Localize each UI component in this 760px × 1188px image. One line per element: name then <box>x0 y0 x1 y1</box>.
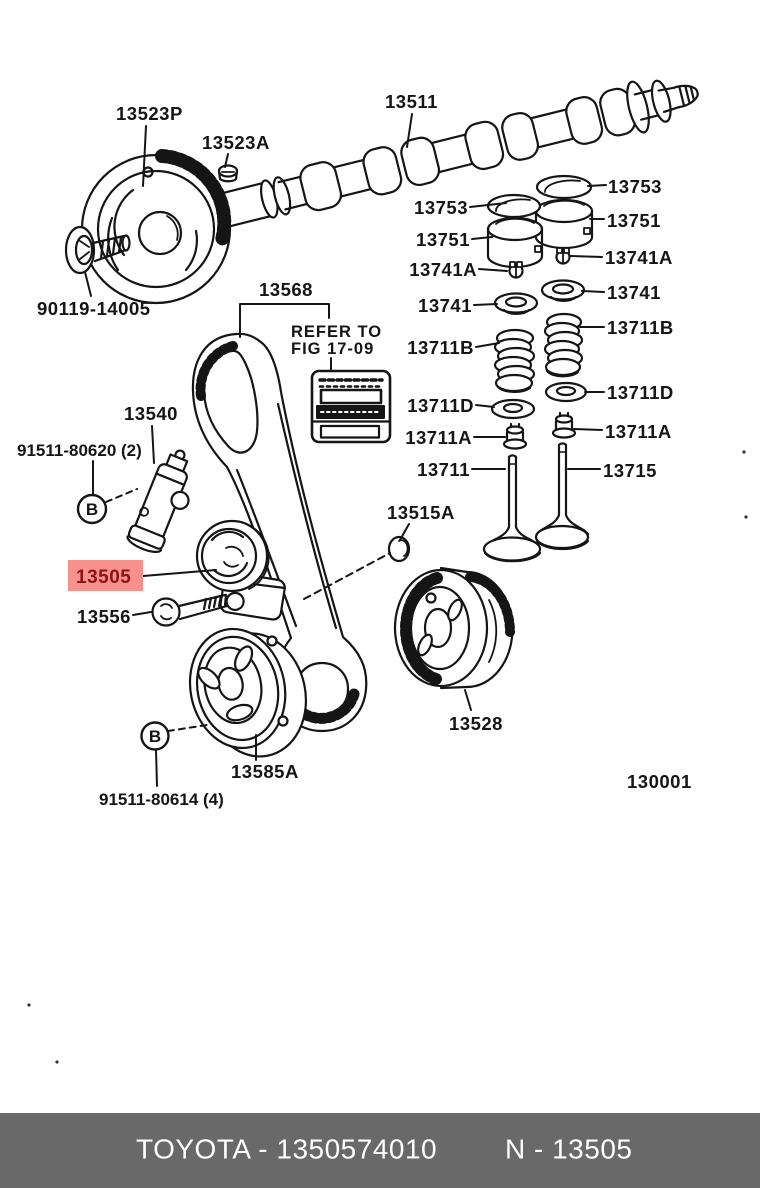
label-tensioner: 13540 <box>124 403 178 424</box>
valve-spring-right <box>543 312 584 378</box>
label-spring-left: 13711B <box>407 337 474 358</box>
b-marker-tensioner: B <box>86 500 98 519</box>
label-camshaft: 13511 <box>385 91 438 112</box>
footer-ref-number: N - 13505 <box>505 1133 633 1165</box>
leader-lines <box>84 113 607 787</box>
timing-belt-drawing <box>191 332 368 733</box>
b-marker-circle-guide <box>140 721 170 751</box>
label-bush: 13515A <box>387 502 455 523</box>
b-marker-guide: B <box>149 727 161 746</box>
crank-pulley-drawing <box>393 566 516 690</box>
print-specks <box>27 450 748 1064</box>
exhaust-valve-drawing <box>534 442 590 551</box>
intake-valve-drawing <box>482 454 542 563</box>
label-seal-left: 13711A <box>405 427 472 448</box>
label-cam-bolt: 90119-14005 <box>37 298 151 319</box>
label-guide-pulley: 13585A <box>231 761 299 782</box>
bush-drawing <box>387 535 411 563</box>
label-idler-bolt: 13556 <box>77 606 131 627</box>
idler-drawing <box>195 519 286 621</box>
label-cam-pulley: 13523P <box>116 103 183 124</box>
label-plug: 13523A <box>202 132 270 153</box>
label-seal-right: 13711A <box>605 421 672 442</box>
valve-train-right-drawing <box>534 174 594 551</box>
label-retainer-left: 13741 <box>418 295 472 316</box>
label-seat-right: 13711D <box>607 382 674 403</box>
label-guide-bolt: 91511-80614 (4) <box>99 790 224 809</box>
caution-label-drawing <box>310 369 392 444</box>
label-belt: 13568 <box>259 279 313 300</box>
label-lifter-left: 13751 <box>416 229 470 250</box>
idler-bolt-drawing <box>151 593 229 627</box>
label-crank-pulley: 13528 <box>449 713 503 734</box>
label-spring-right: 13711B <box>607 317 674 338</box>
label-keeper-right: 13741A <box>605 247 673 268</box>
label-refer-line2: FIG 17-09 <box>291 340 374 358</box>
part-labels: 13523P 13523A 13511 90119-14005 13568 RE… <box>17 91 692 809</box>
guide-pulley-drawing <box>188 627 308 758</box>
plug-drawing <box>217 164 239 183</box>
label-idler-highlighted: 13505 <box>76 567 131 588</box>
tensioner-drawing <box>126 449 190 553</box>
label-keeper-left: 13741A <box>409 259 477 280</box>
valve-train-left-drawing <box>482 193 544 563</box>
label-shim-left: 13753 <box>414 197 468 218</box>
label-retainer-right: 13741 <box>607 282 661 303</box>
label-tensioner-bolt: 91511-80620 (2) <box>17 441 142 460</box>
b-marker-circle-tensioner <box>76 493 108 525</box>
label-shim-right: 13753 <box>608 176 662 197</box>
camshaft-drawing <box>209 79 699 230</box>
diagram-canvas: 13523P 13523A 13511 90119-14005 13568 RE… <box>17 79 748 1064</box>
footer-bar: TOYOTA - 1350574010 N - 13505 <box>0 1113 760 1188</box>
highlight-box <box>68 560 143 591</box>
label-fig-code: 130001 <box>627 771 692 792</box>
valve-spring-left <box>493 328 536 393</box>
label-valve-intake: 13711 <box>417 459 470 480</box>
label-seat-left: 13711D <box>407 395 474 416</box>
label-valve-exhaust: 13715 <box>603 460 657 481</box>
label-lifter-right: 13751 <box>607 210 661 231</box>
footer-part-number: TOYOTA - 1350574010 <box>136 1133 438 1165</box>
cam-pulley-drawing <box>80 149 232 305</box>
cam-bolt-drawing <box>64 225 131 275</box>
label-refer-line1: REFER TO <box>291 323 382 341</box>
